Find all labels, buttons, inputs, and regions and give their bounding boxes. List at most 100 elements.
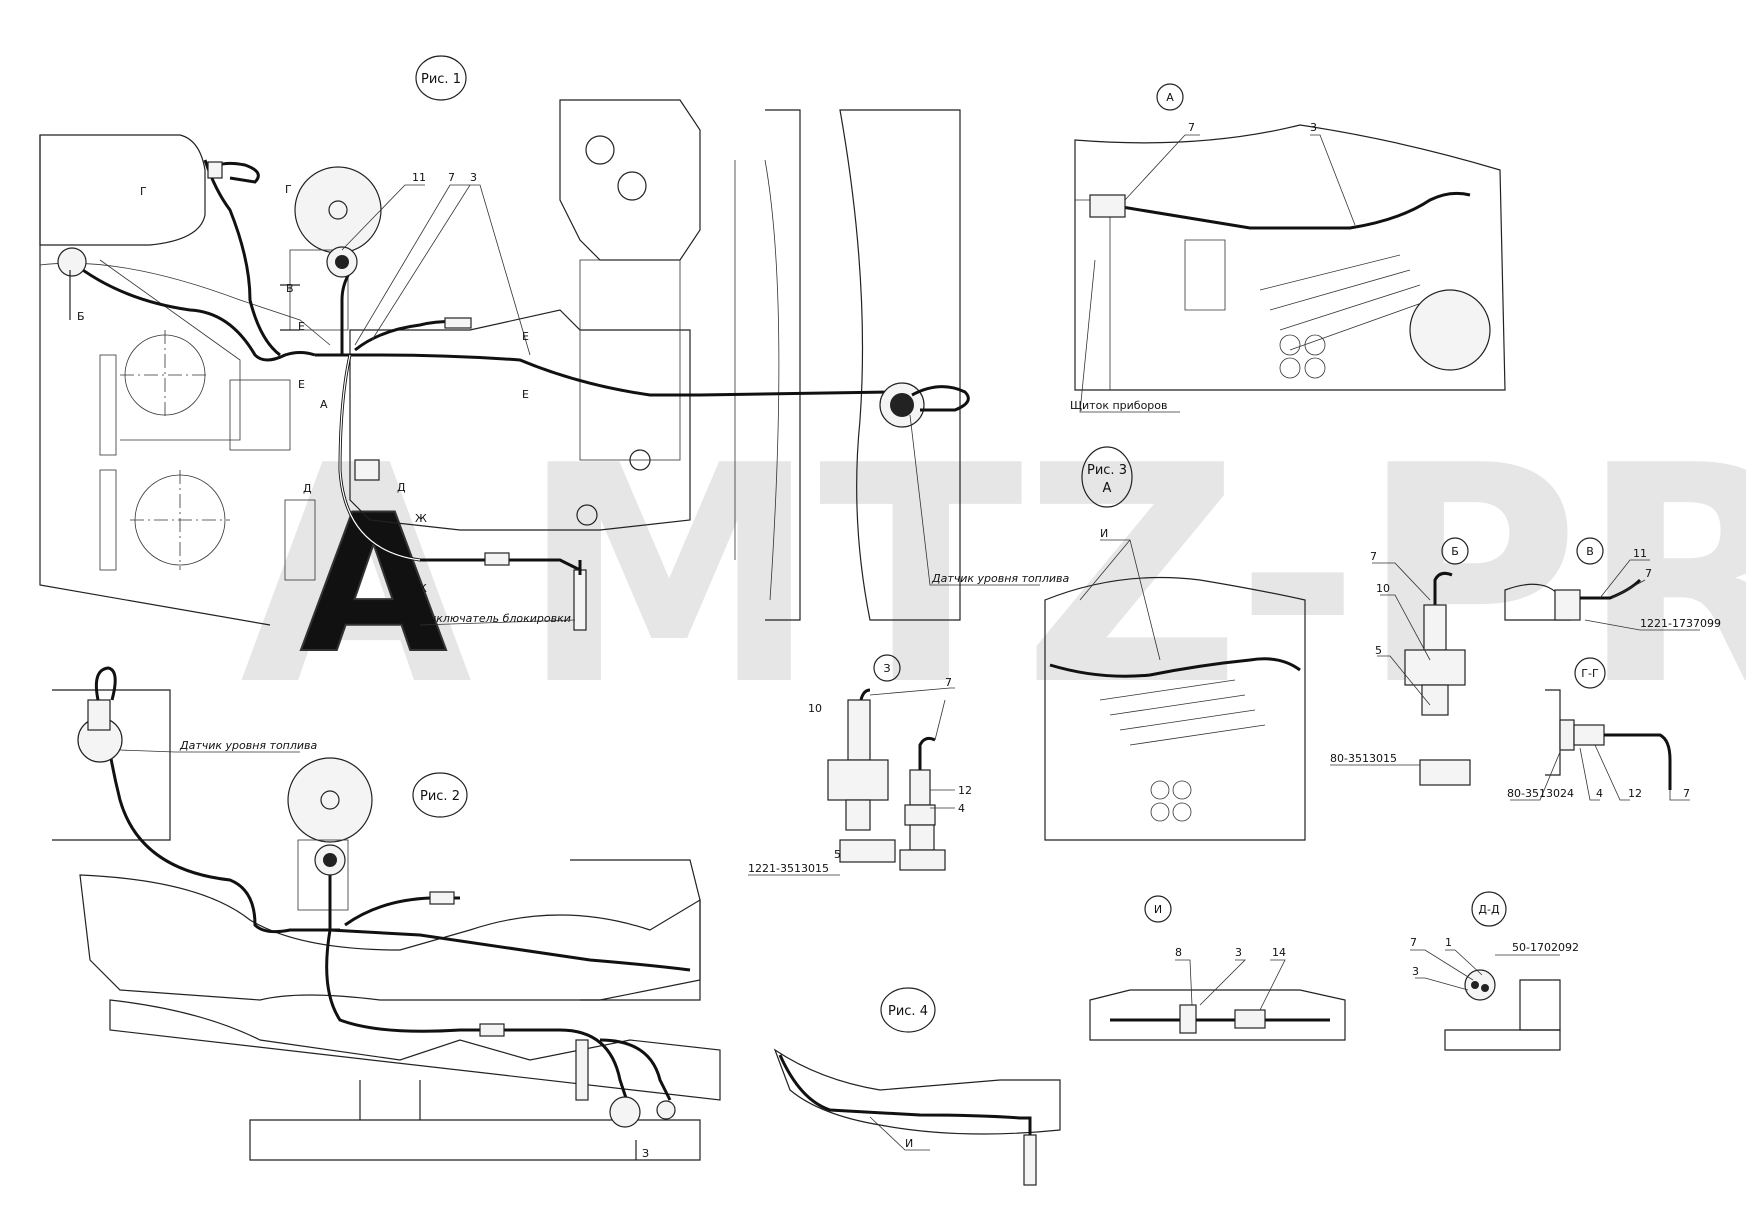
fig1-grommet-sensor-core <box>335 255 349 269</box>
fig1-caption: Рис. 1 <box>421 72 461 87</box>
view-i-connector <box>1234 1009 1266 1029</box>
fig1-frame-panel <box>99 259 241 441</box>
view-a-harness <box>1109 191 1471 230</box>
fig2-harness-tank <box>103 719 340 934</box>
view-z-fitting-2 <box>899 849 946 871</box>
view-a-callout-7: 7 <box>1188 121 1195 134</box>
view-v-nut <box>1554 589 1581 621</box>
fig4-caption-bubble <box>880 987 936 1033</box>
view-v-callout-7: 7 <box>1645 567 1652 580</box>
fig3-harness <box>1049 657 1301 678</box>
fig2-round-housing <box>287 757 373 843</box>
view-a-bolt-1 <box>1279 334 1301 356</box>
fig3-leader-i <box>1079 539 1161 661</box>
fig1-caption-bubble <box>415 55 467 101</box>
fig1-centerlines <box>120 330 230 570</box>
fig2-pedestal <box>297 839 349 911</box>
fig4-caption: Рис. 4 <box>888 1004 928 1019</box>
fig3-mark-i: И <box>1100 527 1108 540</box>
fig2-fuel-sensor-leader <box>119 749 300 753</box>
fig1-upper-bolt-2 <box>617 171 647 201</box>
fig3-caption: Рис. 3 <box>1087 463 1127 478</box>
view-a-label: А <box>1166 91 1174 104</box>
fig3-bolt-4 <box>1172 802 1192 822</box>
fig1-leader-11 <box>341 184 425 251</box>
view-d-callout-1: 1 <box>1445 936 1452 949</box>
fig1-harness-up <box>340 271 352 355</box>
fig1-section-arrows <box>69 270 300 331</box>
view-v-bubble <box>1576 537 1604 565</box>
fig1-transmission <box>349 309 691 531</box>
fig1-rear-lines <box>734 159 780 601</box>
fig1-slot-2 <box>99 469 117 571</box>
fig1-callout-11: 11 <box>412 171 426 184</box>
fig1-mark-v: В <box>286 282 294 295</box>
fig1-connector-1 <box>444 317 472 329</box>
fig4-leader-i <box>869 1116 930 1151</box>
view-z-callout-7: 7 <box>945 676 952 689</box>
fig2-mark-z: З <box>642 1147 649 1160</box>
figure-4: Рис. 4 И <box>773 987 1061 1186</box>
view-i-clip <box>1179 1004 1197 1034</box>
fig1-mark-e1: Е <box>298 320 305 333</box>
view-v-label: В <box>1586 545 1594 558</box>
view-g-part-number: 80-3513024 <box>1507 787 1574 800</box>
fig2-connector-2 <box>479 1023 505 1037</box>
fig1-connector-2 <box>484 552 510 566</box>
fig1-lock-switch <box>573 569 587 631</box>
view-i-rail <box>1089 989 1346 1041</box>
view-b-sensor-nut <box>1404 649 1466 686</box>
fuel-tank-outline <box>39 134 206 246</box>
fig2-grommet-z <box>609 1096 641 1128</box>
fig1-round-hub <box>328 200 348 220</box>
fig2-fuel-sensor-loop <box>94 666 117 701</box>
fig2-harness-branch <box>344 896 460 927</box>
fig1-mark-zh1: Ж <box>415 512 427 525</box>
view-a-bolt-3 <box>1279 357 1301 379</box>
fig2-frame <box>79 874 701 1001</box>
fig1-lock-leader <box>419 619 576 626</box>
view-z-bubble <box>873 654 901 682</box>
fig1-round-housing <box>294 166 382 254</box>
view-a-leader-7 <box>1124 134 1200 201</box>
view-z-part-number: 1221-3513015 <box>748 862 829 875</box>
view-i-callout-3: 3 <box>1235 946 1242 959</box>
fig1-mark-a: А <box>320 398 328 411</box>
view-d-leaders <box>1410 949 1560 991</box>
fig4-mark-i: И <box>905 1137 913 1150</box>
fig2-round-hub <box>320 790 340 810</box>
view-z-sensor-2-thread <box>909 824 935 851</box>
fig1-harness-main <box>315 353 891 397</box>
fig3-bolt-1 <box>1150 780 1170 800</box>
view-g-label: Г-Г <box>1581 667 1599 680</box>
view-v-callout-11: 11 <box>1633 547 1647 560</box>
fig2-rail-supports <box>359 1080 421 1120</box>
figure-1: Рис. 1 <box>39 55 1070 631</box>
figure-3: Рис. 3 А И <box>1044 446 1306 841</box>
fig1-harness-down-inner <box>339 354 421 561</box>
fig3-outline <box>1044 576 1306 841</box>
view-a-dash-leader <box>1079 259 1180 413</box>
view-z-sensor-1 <box>847 699 871 761</box>
watermark: A MTZ-PRO A <box>240 402 1746 751</box>
fig1-harness-tank-top <box>203 159 281 357</box>
fig1-mark-e2: Е <box>298 378 305 391</box>
view-z-fitting-1 <box>839 839 896 863</box>
view-v: В 11 7 1221-1737099 <box>1504 537 1721 631</box>
fig2-tank-outline <box>52 689 171 841</box>
view-g-callout-7: 7 <box>1683 787 1690 800</box>
view-g-bubble <box>1574 657 1606 689</box>
view-d-label: Д-Д <box>1478 903 1500 916</box>
view-a-leader-3 <box>1310 134 1356 226</box>
fig1-mark-e3: Е <box>522 330 529 343</box>
fig1-frame-curve <box>39 262 331 346</box>
view-b-wire <box>1433 571 1453 610</box>
view-v-part-number: 1221-1737099 <box>1640 617 1721 630</box>
view-d-callout-3: 3 <box>1412 965 1419 978</box>
view-d-bolt <box>1519 979 1561 1031</box>
view-i-leaders <box>1175 959 1286 1011</box>
view-g-nut <box>1559 719 1575 751</box>
view-i-callout-8: 8 <box>1175 946 1182 959</box>
fig3-caption-sub: А <box>1103 481 1112 496</box>
